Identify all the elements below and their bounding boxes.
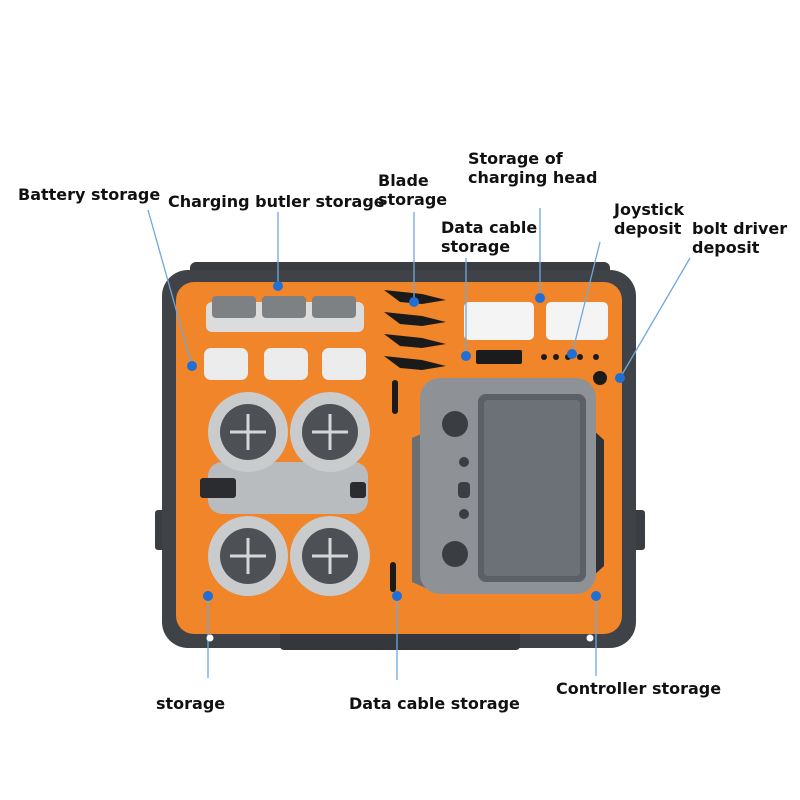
callout-markers — [187, 281, 625, 601]
label-data-cable-top-line1: Data cable — [441, 218, 538, 237]
label-joystick-line2: deposit — [614, 219, 682, 238]
label-bolt-driver-line2: deposit — [692, 238, 760, 257]
label-charging-butler-storage: Charging butler storage — [168, 192, 385, 211]
leader-lines — [147, 208, 691, 680]
corner-dots — [206, 634, 594, 642]
marker-storage — [203, 591, 213, 601]
drone — [200, 392, 370, 596]
marker-blade — [409, 297, 419, 307]
bolt-driver-hole — [593, 371, 607, 385]
label-storage-of-charging-head: Storage of charging head — [468, 149, 597, 187]
label-data-cable-storage-bottom: Data cable storage — [349, 694, 520, 713]
controller — [412, 378, 604, 594]
charging-heads — [464, 302, 608, 340]
marker-battery — [187, 361, 197, 371]
label-data-cable-storage-top: Data cable storage — [441, 218, 537, 256]
marker-data-cable-bottom — [392, 591, 402, 601]
marker-bolt-driver — [615, 373, 625, 383]
label-joystick-line1: Joystick — [614, 200, 685, 219]
cable-slot-vertical-1 — [392, 380, 398, 414]
label-joystick-deposit: Joystick deposit — [614, 200, 684, 238]
blades — [384, 290, 446, 370]
cable-slot-vertical-2 — [390, 562, 396, 592]
label-blade-storage: Blade storage — [378, 171, 447, 209]
label-storage: storage — [156, 694, 226, 713]
label-bolt-driver-line1: bolt driver — [692, 219, 788, 238]
label-charging-head-line2: charging head — [468, 168, 598, 187]
marker-charging-butler — [273, 281, 283, 291]
batteries — [204, 348, 366, 380]
marker-data-cable-top — [461, 351, 471, 361]
label-battery-storage: Battery storage — [18, 185, 161, 204]
label-charging-head-line1: Storage of — [468, 149, 563, 168]
label-data-cable-top-line2: storage — [441, 237, 511, 256]
marker-controller — [591, 591, 601, 601]
label-blade-line1: Blade — [378, 171, 429, 190]
data-cable-slot — [476, 350, 522, 364]
charging-butler — [206, 296, 364, 332]
joystick-holes — [541, 354, 599, 360]
label-blade-line2: storage — [378, 190, 448, 209]
marker-charging-head — [535, 293, 545, 303]
marker-joystick — [567, 349, 577, 359]
label-controller-storage: Controller storage — [556, 679, 722, 698]
label-bolt-driver-deposit: bolt driver deposit — [692, 219, 787, 257]
